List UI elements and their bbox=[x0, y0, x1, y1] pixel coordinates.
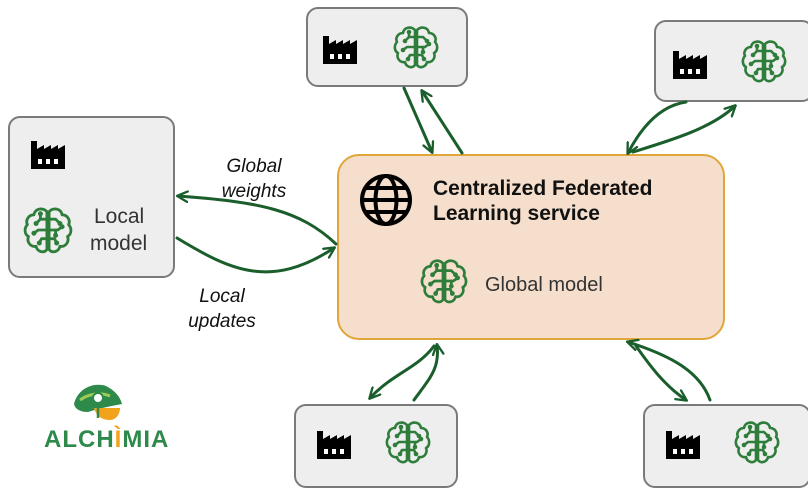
alchimia-logo-mark bbox=[74, 384, 122, 420]
global-weights-line1: Global bbox=[226, 156, 282, 177]
logo-text-part3: MIA bbox=[122, 426, 170, 453]
client-node-top-right bbox=[654, 20, 808, 102]
logo-text-part1: ALCH bbox=[44, 426, 115, 453]
local-model-label-line2: model bbox=[90, 232, 148, 255]
logo-text-part2: Ì bbox=[114, 426, 123, 453]
local-updates-label: Local updates bbox=[170, 284, 274, 334]
arrow-topright-up bbox=[631, 106, 735, 154]
arrow-topright-down bbox=[628, 100, 688, 153]
arrow-bottomright-in bbox=[628, 342, 712, 402]
alchimia-logo-text: ALCHÌMIA bbox=[44, 426, 169, 454]
client-node-bottom bbox=[294, 404, 458, 488]
arrow-left-global bbox=[178, 196, 338, 246]
global-weights-label: Global weights bbox=[204, 154, 304, 204]
hub-title: Centralized Federated Learning service bbox=[433, 177, 653, 225]
alchimia-logo: ALCHÌMIA bbox=[44, 378, 204, 458]
arrow-top-down bbox=[402, 86, 432, 152]
arrow-bottom-out bbox=[370, 344, 436, 398]
client-node-top bbox=[306, 7, 468, 87]
local-model-label-line1: Local bbox=[94, 205, 145, 228]
client-node-bottom-right bbox=[643, 404, 808, 488]
arrow-bottomright-out bbox=[634, 344, 686, 400]
arrow-top-up bbox=[422, 91, 464, 155]
federated-learning-hub: Centralized Federated Learning service G… bbox=[337, 154, 725, 340]
global-weights-line2: weights bbox=[221, 181, 287, 202]
arrow-bottom-in bbox=[412, 345, 438, 402]
local-updates-line2: updates bbox=[188, 311, 256, 332]
client-node-left: Local model bbox=[8, 116, 175, 278]
hub-subtitle: Global model bbox=[485, 274, 603, 296]
local-updates-line1: Local bbox=[199, 286, 245, 307]
arrow-left-local bbox=[175, 236, 334, 274]
